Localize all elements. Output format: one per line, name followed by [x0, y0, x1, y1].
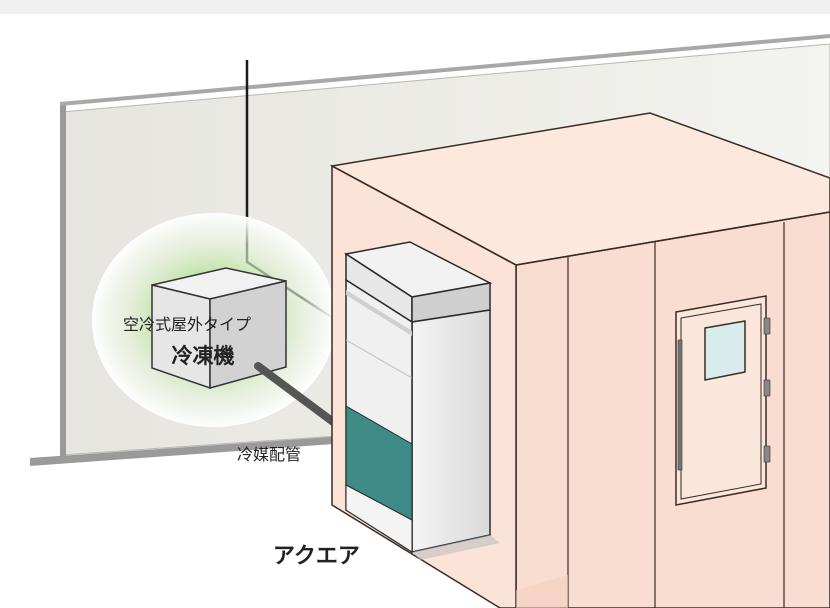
aquair-unit: [344, 241, 500, 560]
room-door: [675, 295, 771, 506]
door-window: [704, 320, 746, 381]
refrigerator-box: [151, 267, 287, 390]
top-band: [0, 0, 830, 14]
outdoor-type-label: 空冷式屋外タイプ: [123, 315, 251, 334]
refrigerant-pipe-label: 冷媒配管: [237, 445, 301, 464]
refrigerator-label: 冷凍機: [172, 344, 235, 368]
door-handle: [677, 339, 683, 471]
door-hinge-mid: [763, 379, 771, 397]
door-hinge-top: [763, 317, 771, 335]
product-label: アクエア: [273, 544, 360, 569]
door-hinge-bottom: [763, 445, 771, 463]
